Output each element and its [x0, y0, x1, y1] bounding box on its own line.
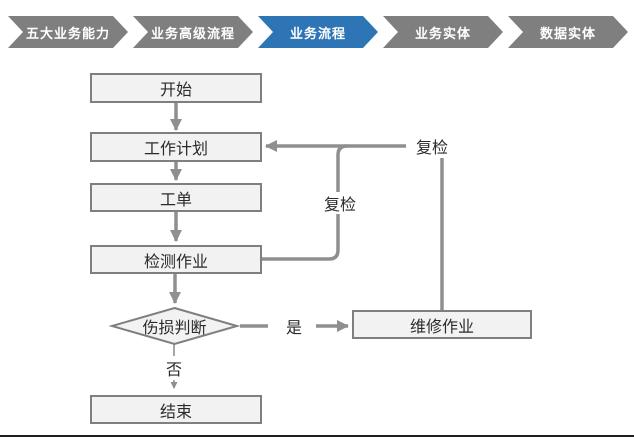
edge-label-recheck-inspection: 复检	[320, 192, 360, 214]
node-work-order: 工单	[90, 183, 262, 212]
node-damage-decision-label: 伤损判断	[142, 320, 207, 337]
node-end: 结束	[90, 395, 262, 424]
decision-diamond-shape	[108, 306, 241, 346]
nav-item-five-capabilities[interactable]: 五大业务能力	[8, 16, 128, 48]
nav-item-data-entity[interactable]: 数据实体	[508, 16, 628, 48]
nav-item-business-entity[interactable]: 业务实体	[383, 16, 503, 48]
nav-item-high-level-process[interactable]: 业务高级流程	[133, 16, 253, 48]
connector-recheck-from-repair-to-plan	[265, 140, 444, 310]
node-start: 开始	[90, 73, 262, 103]
nav-item-business-process[interactable]: 业务流程	[258, 16, 378, 48]
node-work-plan: 工作计划	[90, 132, 262, 162]
node-repair: 维修作业	[352, 310, 532, 339]
edge-label-no: 否	[161, 356, 187, 380]
node-inspection: 检测作业	[90, 245, 262, 274]
edge-label-yes: 是	[281, 315, 307, 337]
breadcrumb: 五大业务能力 业务高级流程 业务流程 业务实体 数据实体	[8, 16, 628, 48]
edge-label-recheck-repair: 复检	[406, 134, 458, 158]
slide-bottom-border	[0, 435, 634, 437]
